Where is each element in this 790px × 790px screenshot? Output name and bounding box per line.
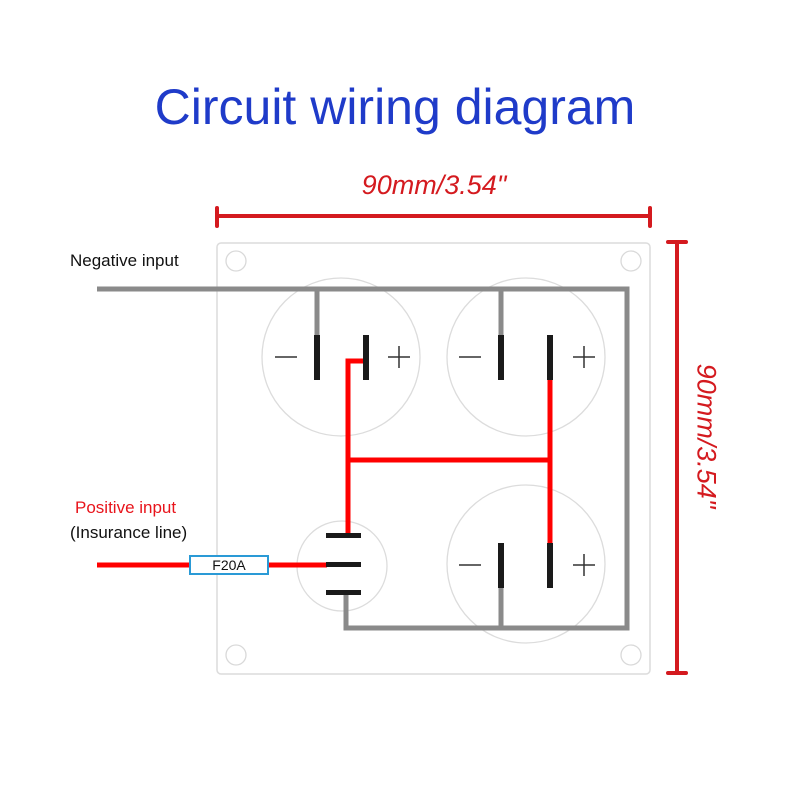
socket-bottom-right-outline (446, 484, 606, 644)
width-dimension-line (215, 206, 652, 228)
terminal-positive (547, 335, 553, 380)
width-dimension-label: 90mm/3.54" (361, 170, 507, 200)
negative-wire (97, 286, 630, 631)
mounting-hole-icon (225, 250, 247, 272)
diagram-title: Circuit wiring diagram (154, 79, 636, 135)
mounting-hole-icon (620, 250, 642, 272)
terminal-positive (363, 335, 369, 380)
height-dimension-line (666, 240, 688, 675)
mounting-hole-icon (225, 644, 247, 666)
plus-icon (573, 346, 595, 368)
insurance-line-label: (Insurance line) (70, 523, 188, 542)
socket-top-right (459, 335, 595, 380)
positive-input-label: Positive input (75, 498, 177, 517)
socket-bottom-right (459, 543, 595, 588)
mounting-hole-icon (620, 644, 642, 666)
plus-icon (388, 346, 410, 368)
fuse: F20A (189, 555, 269, 575)
socket-top-right-outline (446, 277, 606, 437)
plus-icon (573, 554, 595, 576)
terminal-negative (498, 335, 504, 380)
socket-top-left (275, 335, 410, 380)
terminal-negative (498, 543, 504, 588)
terminal-negative (314, 335, 320, 380)
positive-wire (97, 358, 553, 568)
negative-input-label: Negative input (70, 251, 179, 270)
switch-terminals (326, 533, 361, 595)
terminal-positive (547, 543, 553, 588)
socket-top-left-outline (261, 277, 421, 437)
